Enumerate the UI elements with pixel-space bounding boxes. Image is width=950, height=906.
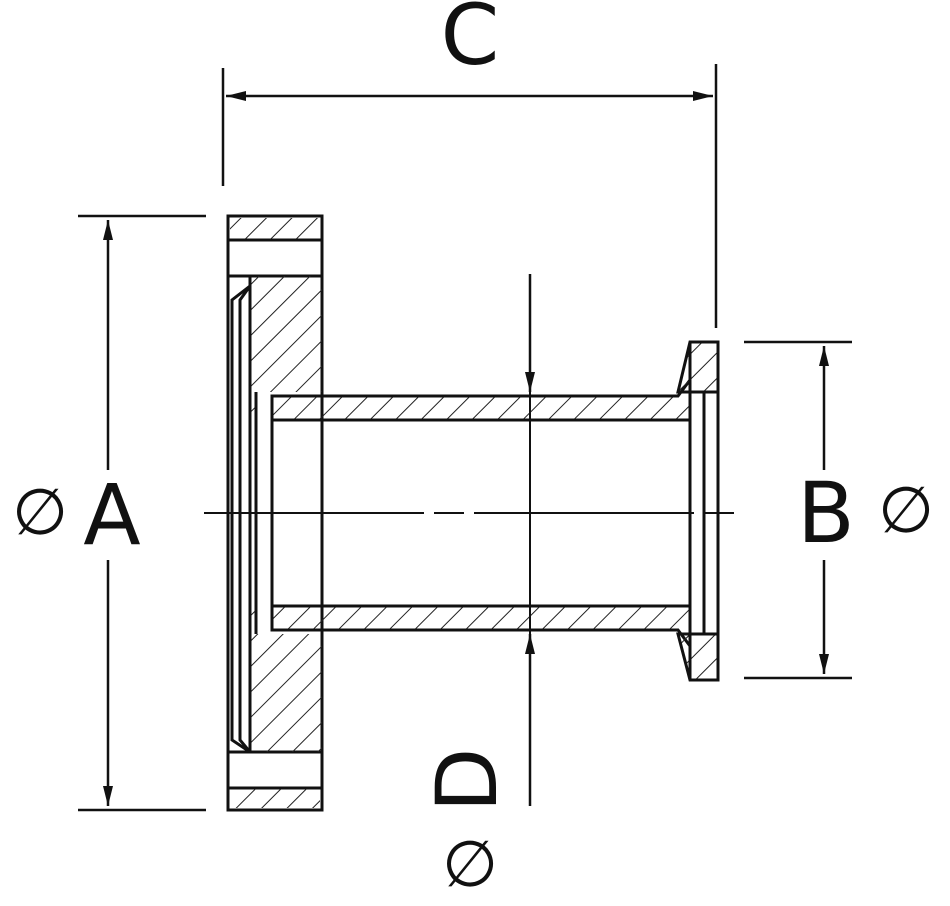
dimension-c-label: C bbox=[441, 0, 500, 84]
dimension-d-label: D bbox=[418, 748, 516, 813]
dimension-c bbox=[221, 64, 718, 328]
dimension-b bbox=[744, 340, 852, 680]
dimension-a-diameter-symbol: ∅ bbox=[12, 476, 68, 550]
dimension-d-diameter-symbol: ∅ bbox=[442, 828, 498, 902]
dimension-a-label: A bbox=[83, 466, 140, 564]
dimension-b-label: B bbox=[797, 464, 855, 562]
tube bbox=[270, 375, 692, 651]
dimension-b-diameter-symbol: ∅ bbox=[878, 474, 934, 548]
dimension-a bbox=[78, 214, 206, 812]
